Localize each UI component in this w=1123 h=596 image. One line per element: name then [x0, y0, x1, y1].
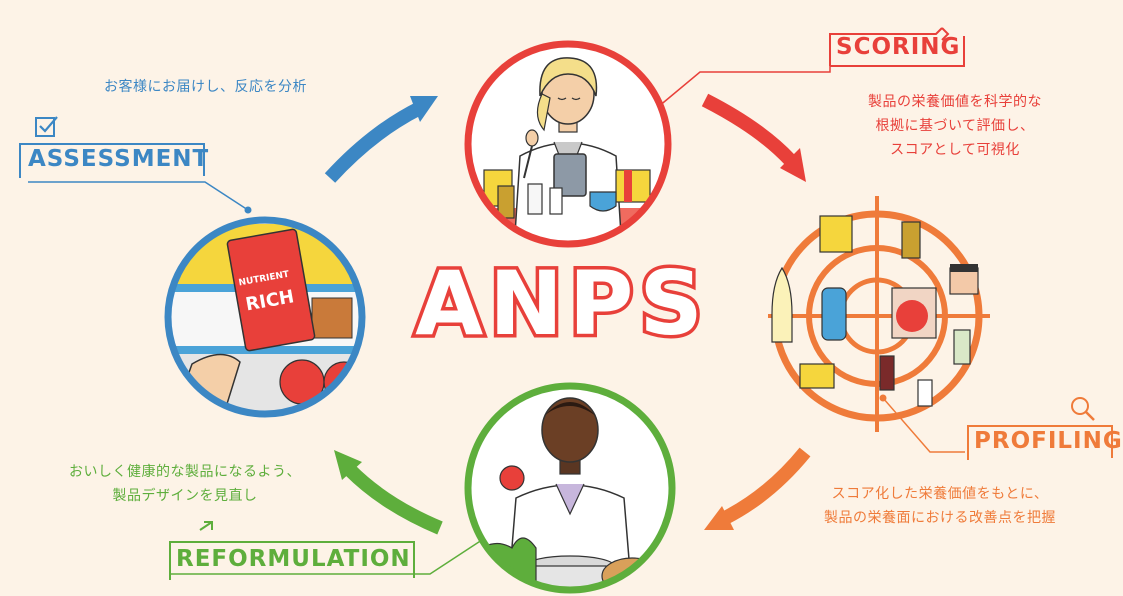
scoring-description: 製品の栄養価値を科学的な 根拠に基づいて評価し、 スコアとして可視化: [842, 90, 1068, 162]
arrow-icon: [199, 521, 213, 531]
reformulation-description: おいしく健康的な製品になるよう、 製品デザインを見直し: [40, 460, 330, 508]
scoring-circle-illustration: [464, 40, 672, 248]
scoring-label-text: SCORING: [836, 34, 961, 60]
profiling-badge-frame: [967, 397, 1113, 460]
profiling-description: スコア化した栄養価値をもとに、 製品の栄養面における改善点を把握: [790, 482, 1090, 530]
scoring-leader-line: [651, 44, 831, 113]
arrow-profiling-to-reformulation: [704, 447, 811, 530]
arrow-assessment-to-scoring: [324, 96, 438, 183]
scoring-tag-icon: [941, 27, 950, 41]
scoring-description-line: スコアとして可視化: [890, 142, 1020, 158]
profiling-description-line: スコア化した栄養価値をもとに、: [831, 486, 1049, 502]
reformulation-label-text: REFORMULATION: [176, 546, 411, 572]
scoring-description-line: 製品の栄養価値を科学的な: [868, 94, 1042, 110]
reformulation-badge-frame: [169, 521, 415, 580]
scoring-badge-frame: [829, 27, 965, 67]
profiling-description-line: 製品の栄養面における改善点を把握: [824, 510, 1056, 526]
reformulation-description-line: 製品デザインを見直し: [112, 488, 258, 504]
anps-title: ANPS: [384, 258, 740, 348]
profiling-target-illustration: [768, 196, 990, 432]
assessment-leader-line: [28, 181, 249, 211]
assessment-label-text: ASSESSMENT: [28, 146, 210, 172]
assessment-label: ASSESSMENT: [14, 116, 210, 180]
reformulation-circle-illustration: [464, 382, 676, 594]
arrow-scoring-to-profiling: [701, 93, 806, 182]
checkbox-icon: [39, 116, 58, 133]
reformulation-label: REFORMULATION: [164, 520, 424, 582]
assessment-badge-frame: [19, 116, 205, 178]
magnifier-icon: [1071, 397, 1089, 415]
anps-title-text: ANPS: [415, 258, 709, 348]
assessment-description-line: お客様にお届けし、反応を分析: [104, 79, 307, 95]
arrow-reformulation-to-assessment: [334, 450, 443, 535]
scoring-description-line: 根拠に基づいて評価し、: [875, 118, 1035, 134]
scoring-label: SCORING: [824, 26, 970, 68]
profiling-label-text: PROFILING: [974, 428, 1123, 454]
reformulation-description-line: おいしく健康的な製品になるよう、: [69, 464, 301, 480]
reformulation-leader-line: [170, 535, 489, 575]
assessment-circle-illustration: NUTRIENT RICH: [164, 216, 366, 418]
assessment-description: お客様にお届けし、反応を分析: [104, 76, 307, 98]
profiling-label: PROFILING: [962, 396, 1122, 462]
